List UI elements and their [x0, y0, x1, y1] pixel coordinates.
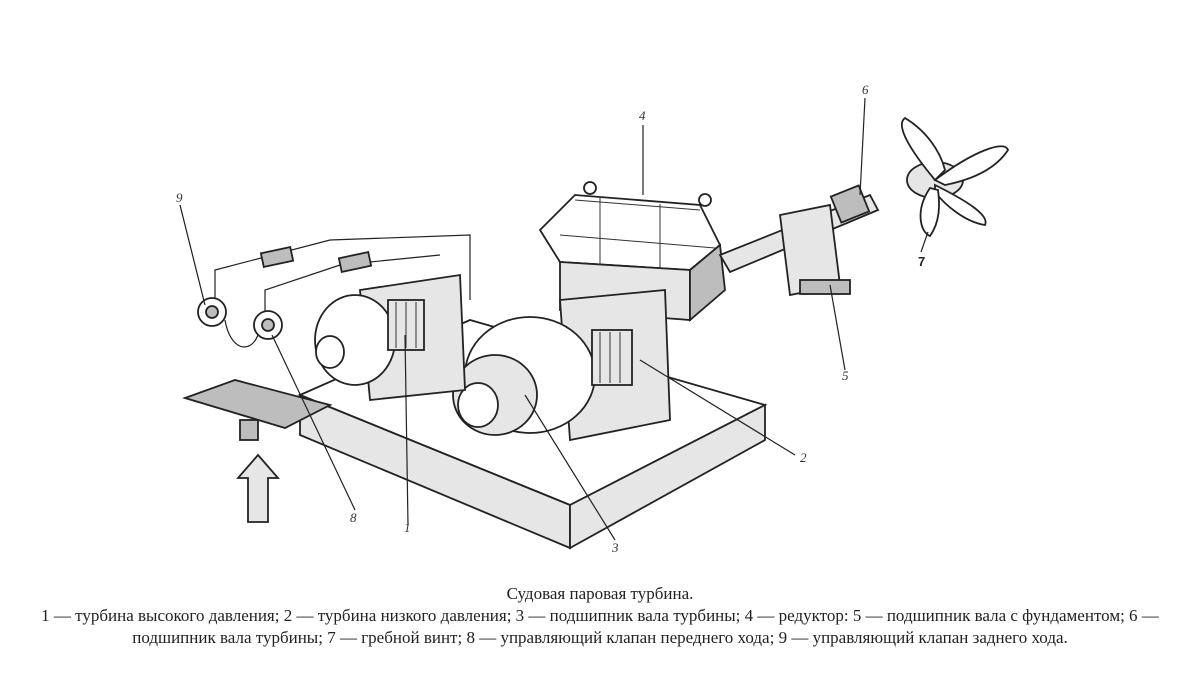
callout-4: 4	[639, 108, 646, 123]
callout-5: 5	[842, 368, 849, 383]
propeller	[900, 116, 1009, 238]
figure-caption: Судовая паровая турбина. 1 — турбина выс…	[0, 583, 1200, 649]
steam-piping	[214, 234, 471, 320]
high-pressure-turbine	[314, 273, 466, 401]
leader-lines	[179, 97, 929, 541]
caption-legend: 1 — турбина высокого давления; 2 — турби…	[41, 606, 1159, 647]
callout-9: 9	[176, 190, 183, 205]
steam-inlet-arrow	[236, 453, 280, 523]
low-pressure-turbine	[452, 289, 671, 442]
callout-1: 1	[404, 520, 411, 535]
steam-turbine-diagram: 1 2 3 4 5 6 7 8 9	[176, 82, 1009, 555]
callout-labels: 1 2 3 4 5 6 7 8 9	[176, 82, 925, 555]
callout-2: 2	[800, 450, 807, 465]
callout-3: 3	[611, 540, 619, 555]
propeller-shaft	[718, 184, 880, 297]
control-valves	[197, 297, 283, 348]
caption-title: Судовая паровая турбина.	[506, 584, 694, 603]
callout-6: 6	[862, 82, 869, 97]
callout-8: 8	[350, 510, 357, 525]
callout-7: 7	[918, 254, 925, 269]
steam-inlet-grid	[182, 379, 333, 441]
